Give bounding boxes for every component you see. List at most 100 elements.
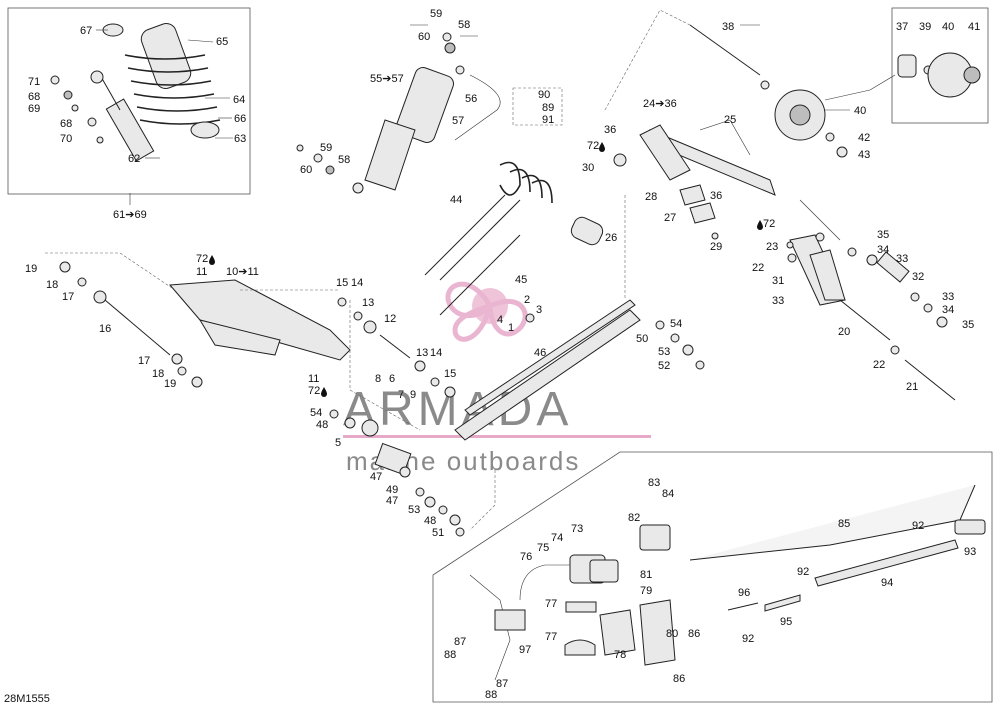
callout-68: 68 (28, 91, 40, 103)
callout-95: 95 (780, 616, 792, 628)
shock-absorber-group (50, 23, 221, 162)
callout-88: 88 (444, 649, 456, 661)
callout-88: 88 (485, 689, 497, 701)
callout-72: 72 (587, 140, 599, 152)
callout-25: 25 (724, 114, 736, 126)
callout-10-11: 10➔11 (226, 266, 259, 278)
callout-60: 60 (300, 164, 312, 176)
callout-2: 2 (524, 294, 530, 306)
callout-41: 41 (968, 21, 980, 33)
callout-86: 86 (673, 673, 685, 685)
callout-15: 15 (444, 368, 456, 380)
callout-labels: 67 65 71 68 69 64 68 66 70 63 62 61➔69 5… (25, 8, 980, 701)
callout-17: 17 (138, 355, 150, 367)
callout-14: 14 (430, 347, 442, 359)
callout-8: 8 (375, 373, 381, 385)
callout-47: 47 (370, 471, 382, 483)
callout-18: 18 (152, 368, 164, 380)
callout-92: 92 (742, 633, 754, 645)
oil-drop-icon (209, 142, 763, 397)
callout-21: 21 (906, 381, 918, 393)
callout-18: 18 (46, 279, 58, 291)
callout-11: 11 (196, 266, 207, 278)
callout-92: 92 (797, 566, 809, 578)
callout-72: 72 (196, 253, 208, 265)
callout-82: 82 (628, 512, 640, 524)
callout-40: 40 (942, 21, 954, 33)
callout-86: 86 (688, 628, 700, 640)
callout-87: 87 (496, 678, 508, 690)
callout-13: 13 (416, 347, 428, 359)
callout-90: 90 (538, 89, 550, 101)
callout-7: 7 (398, 389, 404, 401)
callout-23: 23 (766, 241, 778, 253)
callout-22: 22 (873, 359, 885, 371)
rear-arm-group (613, 124, 776, 240)
callout-37: 37 (896, 21, 908, 33)
callout-15: 15 (336, 277, 348, 289)
callout-75: 75 (537, 542, 549, 554)
callout-36: 36 (604, 124, 616, 136)
callout-68: 68 (60, 118, 72, 130)
callout-1: 1 (508, 322, 514, 334)
callout-14: 14 (351, 277, 363, 289)
callout-35: 35 (877, 229, 889, 241)
callout-9: 9 (410, 389, 416, 401)
callout-74: 74 (551, 532, 563, 544)
callout-89: 89 (542, 102, 554, 114)
callout-59: 59 (320, 142, 332, 154)
callout-78: 78 (614, 649, 626, 661)
callout-51: 51 (432, 527, 444, 539)
drawing-code: 28M1555 (4, 693, 50, 705)
rocker-group (786, 232, 956, 401)
callout-30: 30 (582, 162, 594, 174)
callout-85: 85 (838, 518, 850, 530)
callout-66: 66 (234, 113, 246, 125)
callout-6: 6 (389, 373, 395, 385)
leader-lines (45, 9, 896, 531)
callout-77: 77 (545, 631, 557, 643)
callout-19: 19 (164, 378, 176, 390)
idler-wheel-group (689, 24, 981, 158)
callout-76: 76 (520, 551, 532, 563)
callout-48: 48 (316, 419, 328, 431)
callout-47: 47 (386, 495, 398, 507)
callout-38: 38 (722, 21, 734, 33)
callout-43: 43 (858, 149, 870, 161)
callout-29: 29 (710, 241, 722, 253)
callout-58: 58 (458, 19, 470, 31)
callout-32: 32 (912, 271, 924, 283)
callout-54: 54 (670, 318, 682, 330)
callout-27: 27 (664, 212, 676, 224)
callout-73: 73 (571, 523, 583, 535)
sensor-kit-box (432, 451, 993, 703)
callout-80: 80 (666, 628, 678, 640)
callout-83: 83 (648, 477, 660, 489)
callout-61-69: 61➔69 (113, 209, 147, 221)
callout-39: 39 (919, 21, 931, 33)
callout-77: 77 (545, 598, 557, 610)
callout-56: 56 (465, 93, 477, 105)
callout-4: 4 (497, 314, 503, 326)
callout-93: 93 (964, 546, 976, 558)
callout-45: 45 (515, 274, 527, 286)
callout-42: 42 (858, 132, 870, 144)
callout-79: 79 (640, 585, 652, 597)
callout-36: 36 (710, 190, 722, 202)
callout-13: 13 (362, 297, 374, 309)
callout-19: 19 (25, 263, 37, 275)
callout-53: 53 (408, 504, 420, 516)
callout-96: 96 (738, 587, 750, 599)
callout-5: 5 (335, 437, 341, 449)
callout-58: 58 (338, 154, 350, 166)
callout-52: 52 (658, 360, 670, 372)
torsion-spring-group (424, 161, 604, 323)
callout-46: 46 (534, 347, 546, 359)
callout-91: 91 (542, 114, 554, 126)
callout-81: 81 (640, 569, 652, 581)
callout-62: 62 (128, 153, 140, 165)
callout-53: 53 (658, 346, 670, 358)
callout-57: 57 (452, 115, 464, 127)
callout-50: 50 (636, 333, 648, 345)
callout-63: 63 (234, 133, 246, 145)
